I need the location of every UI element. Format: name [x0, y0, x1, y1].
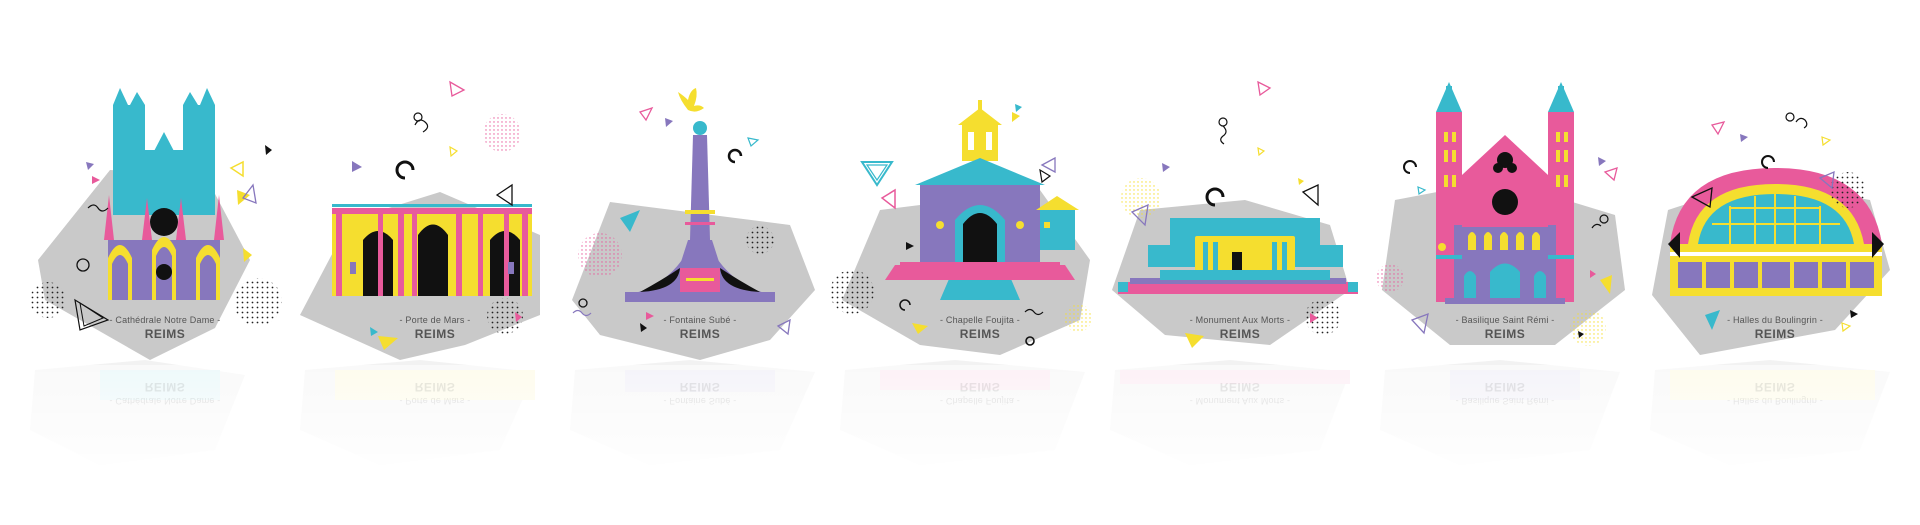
- landmark-cathedrale: [30, 88, 282, 360]
- landmark-name: - Fontaine Subé -: [663, 315, 737, 325]
- city-name: REIMS: [144, 380, 186, 394]
- landmark-name: - Halles du Boulingrin -: [1727, 396, 1823, 406]
- city-name: REIMS: [1219, 327, 1261, 341]
- reflection-label-basilique: - Basilique Saint Rémi - REIMS: [1440, 380, 1570, 406]
- reflection-label-monument: - Monument Aux Morts - REIMS: [1170, 380, 1310, 406]
- landmark-label-fontaine: - Fontaine Subé - REIMS: [635, 315, 765, 341]
- reflection-label-chapelle: - Chapelle Foujita - REIMS: [915, 380, 1045, 406]
- landmark-label-halles: - Halles du Boulingrin - REIMS: [1710, 315, 1840, 341]
- landmark-name: - Porte de Mars -: [399, 396, 471, 406]
- landmark-name: - Chapelle Foujita -: [939, 315, 1021, 325]
- city-name: REIMS: [1754, 327, 1796, 341]
- landmark-name: - Porte de Mars -: [399, 315, 471, 325]
- city-name: REIMS: [1754, 380, 1796, 394]
- city-name: REIMS: [679, 380, 721, 394]
- reflection-label-cathedrale: - Cathédrale Notre Dame - REIMS: [100, 380, 230, 406]
- city-name: REIMS: [1484, 380, 1526, 394]
- city-name: REIMS: [144, 327, 186, 341]
- war-memorial-icon: [1118, 218, 1358, 294]
- landmark-monument-aux-morts: [1112, 80, 1358, 348]
- landmark-name: - Monument Aux Morts -: [1189, 396, 1291, 406]
- landmark-name: - Chapelle Foujita -: [939, 396, 1021, 406]
- landmark-name: - Halles du Boulingrin -: [1727, 315, 1823, 325]
- landmark-name: - Cathédrale Notre Dame -: [109, 315, 221, 325]
- landmark-label-porte: - Porte de Mars - REIMS: [370, 315, 500, 341]
- market-hall-icon: [1668, 168, 1884, 296]
- basilica-icon: [1436, 82, 1574, 304]
- reflection-label-fontaine: - Fontaine Subé - REIMS: [635, 380, 765, 406]
- triumphal-arch-icon: [332, 204, 532, 296]
- chapel-icon: [885, 100, 1079, 300]
- cathedral-icon: [104, 88, 224, 300]
- landmark-basilique-saint-remi: [1376, 82, 1625, 346]
- city-name: REIMS: [959, 380, 1001, 394]
- fountain-column-icon: [625, 88, 775, 302]
- landmark-chapelle-foujita: [830, 100, 1092, 355]
- city-name: REIMS: [959, 327, 1001, 341]
- city-name: REIMS: [1219, 380, 1261, 394]
- landmark-label-cathedrale: - Cathédrale Notre Dame - REIMS: [100, 315, 230, 341]
- landmark-name: - Basilique Saint Rémi -: [1455, 396, 1555, 406]
- landmark-name: - Monument Aux Morts -: [1189, 315, 1291, 325]
- reflection-label-halles: - Halles du Boulingrin - REIMS: [1710, 380, 1840, 406]
- reflection-label-porte: - Porte de Mars - REIMS: [370, 380, 500, 406]
- city-name: REIMS: [414, 327, 456, 341]
- city-name: REIMS: [414, 380, 456, 394]
- landmark-label-chapelle: - Chapelle Foujita - REIMS: [915, 315, 1045, 341]
- landmark-halles-du-boulingrin: [1652, 112, 1890, 355]
- landmark-porte-de-mars: [300, 80, 540, 360]
- landmark-label-basilique: - Basilique Saint Rémi - REIMS: [1440, 315, 1570, 341]
- landmark-name: - Cathédrale Notre Dame -: [109, 396, 221, 406]
- landmark-label-monument: - Monument Aux Morts - REIMS: [1170, 315, 1310, 341]
- landmark-fontaine-sube: [572, 88, 815, 360]
- city-name: REIMS: [1484, 327, 1526, 341]
- landmark-name: - Basilique Saint Rémi -: [1455, 315, 1555, 325]
- city-name: REIMS: [679, 327, 721, 341]
- landmark-name: - Fontaine Subé -: [663, 396, 737, 406]
